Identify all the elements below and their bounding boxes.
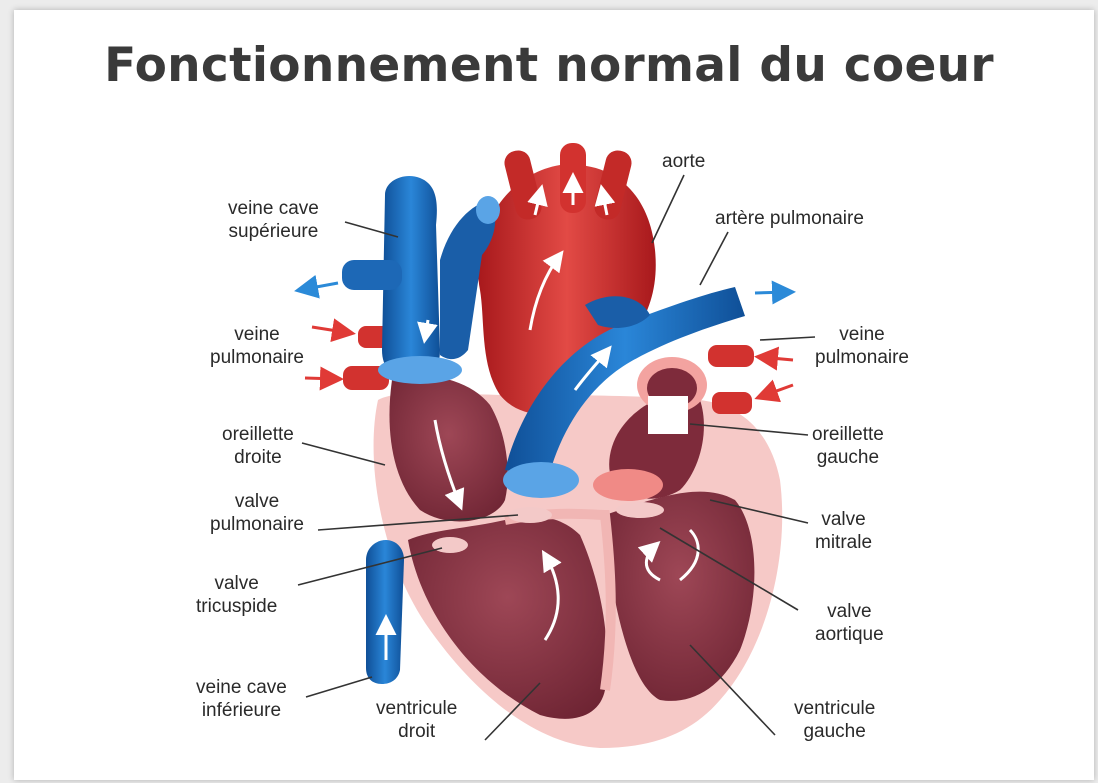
label-artere-pulmonaire: artère pulmonaire <box>715 207 864 230</box>
label-valve-tricuspide: valve tricuspide <box>196 572 277 618</box>
label-oreillette-gauche: oreillette gauche <box>812 423 884 469</box>
label-aorte: aorte <box>662 150 705 173</box>
label-veine-pulmonaire-left: veine pulmonaire <box>210 323 304 369</box>
label-ventricule-droit: ventricule droit <box>376 697 457 743</box>
label-veine-cave-inferieure: veine cave inférieure <box>196 676 287 722</box>
label-ventricule-gauche: ventricule gauche <box>794 697 875 743</box>
label-valve-mitrale: valve mitrale <box>815 508 872 554</box>
label-oreillette-droite: oreillette droite <box>222 423 294 469</box>
label-veine-pulmonaire-right: veine pulmonaire <box>815 323 909 369</box>
label-valve-pulmonaire: valve pulmonaire <box>210 490 304 536</box>
inferior-vena-cava <box>366 540 404 684</box>
label-valve-aortique: valve aortique <box>815 600 884 646</box>
label-veine-cave-superieure: veine cave supérieure <box>228 197 319 243</box>
